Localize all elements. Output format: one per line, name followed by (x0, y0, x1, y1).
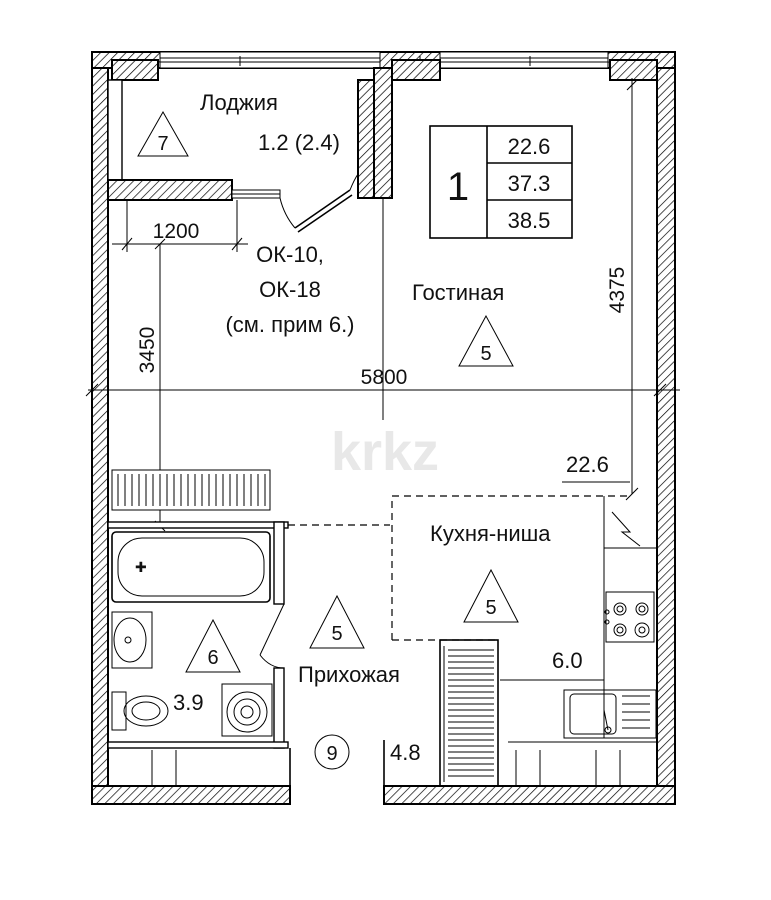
dim-right-height: 4375 (606, 267, 629, 314)
svg-text:✚: ✚ (135, 559, 147, 575)
bathroom-marker: 6 (207, 647, 218, 669)
balcony-door (231, 173, 359, 233)
living-name: Гостиная (412, 280, 504, 305)
summary-table: 1 22.6 37.3 38.5 (429, 125, 573, 239)
dim-total-width: 5800 (361, 366, 408, 389)
room-markers: 7 5 5 5 6 9 (137, 110, 519, 770)
loggia-name: Лоджия (200, 90, 278, 115)
summary-area-total-loggia: 38.5 (508, 208, 551, 233)
kitchen-marker: 5 (485, 597, 496, 619)
hallway-name: Прихожая (298, 662, 400, 687)
summary-area-total: 37.3 (508, 171, 551, 196)
window-note-line3: (см. прим 6.) (225, 312, 354, 337)
sink (111, 611, 153, 669)
living-area: 22.6 (566, 452, 609, 477)
bathtub: ✚ (111, 531, 271, 603)
hallway-marker: 5 (331, 623, 342, 645)
loggia-marker: 7 (157, 133, 168, 155)
kitchen-counter (500, 547, 658, 743)
loggia-walls (107, 67, 393, 201)
washing-machine (221, 683, 273, 737)
dim-loggia-width: 1200 (153, 220, 200, 243)
kitchen-name: Кухня-ниша (430, 521, 551, 546)
summary-area-living: 22.6 (508, 134, 551, 159)
living-marker: 5 (480, 343, 491, 365)
window-note-line1: ОК-10, (256, 242, 324, 267)
loggia-area: 1.2 (2.4) (258, 130, 340, 155)
hallway-area: 4.8 (390, 740, 421, 765)
room-count: 1 (447, 165, 469, 209)
dimension-lines (85, 78, 680, 532)
radiator (111, 469, 271, 511)
bathroom-area: 3.9 (173, 690, 204, 715)
watermark: krkz (331, 422, 439, 482)
top-window (159, 51, 609, 69)
wardrobe (439, 639, 499, 787)
dim-living-height: 3450 (136, 327, 159, 374)
kitchen-outline (391, 495, 657, 641)
toilet (111, 691, 169, 731)
entrance-marker: 9 (326, 743, 337, 765)
window-note-line2: ОК-18 (259, 277, 321, 302)
kitchen-area: 6.0 (552, 648, 583, 673)
